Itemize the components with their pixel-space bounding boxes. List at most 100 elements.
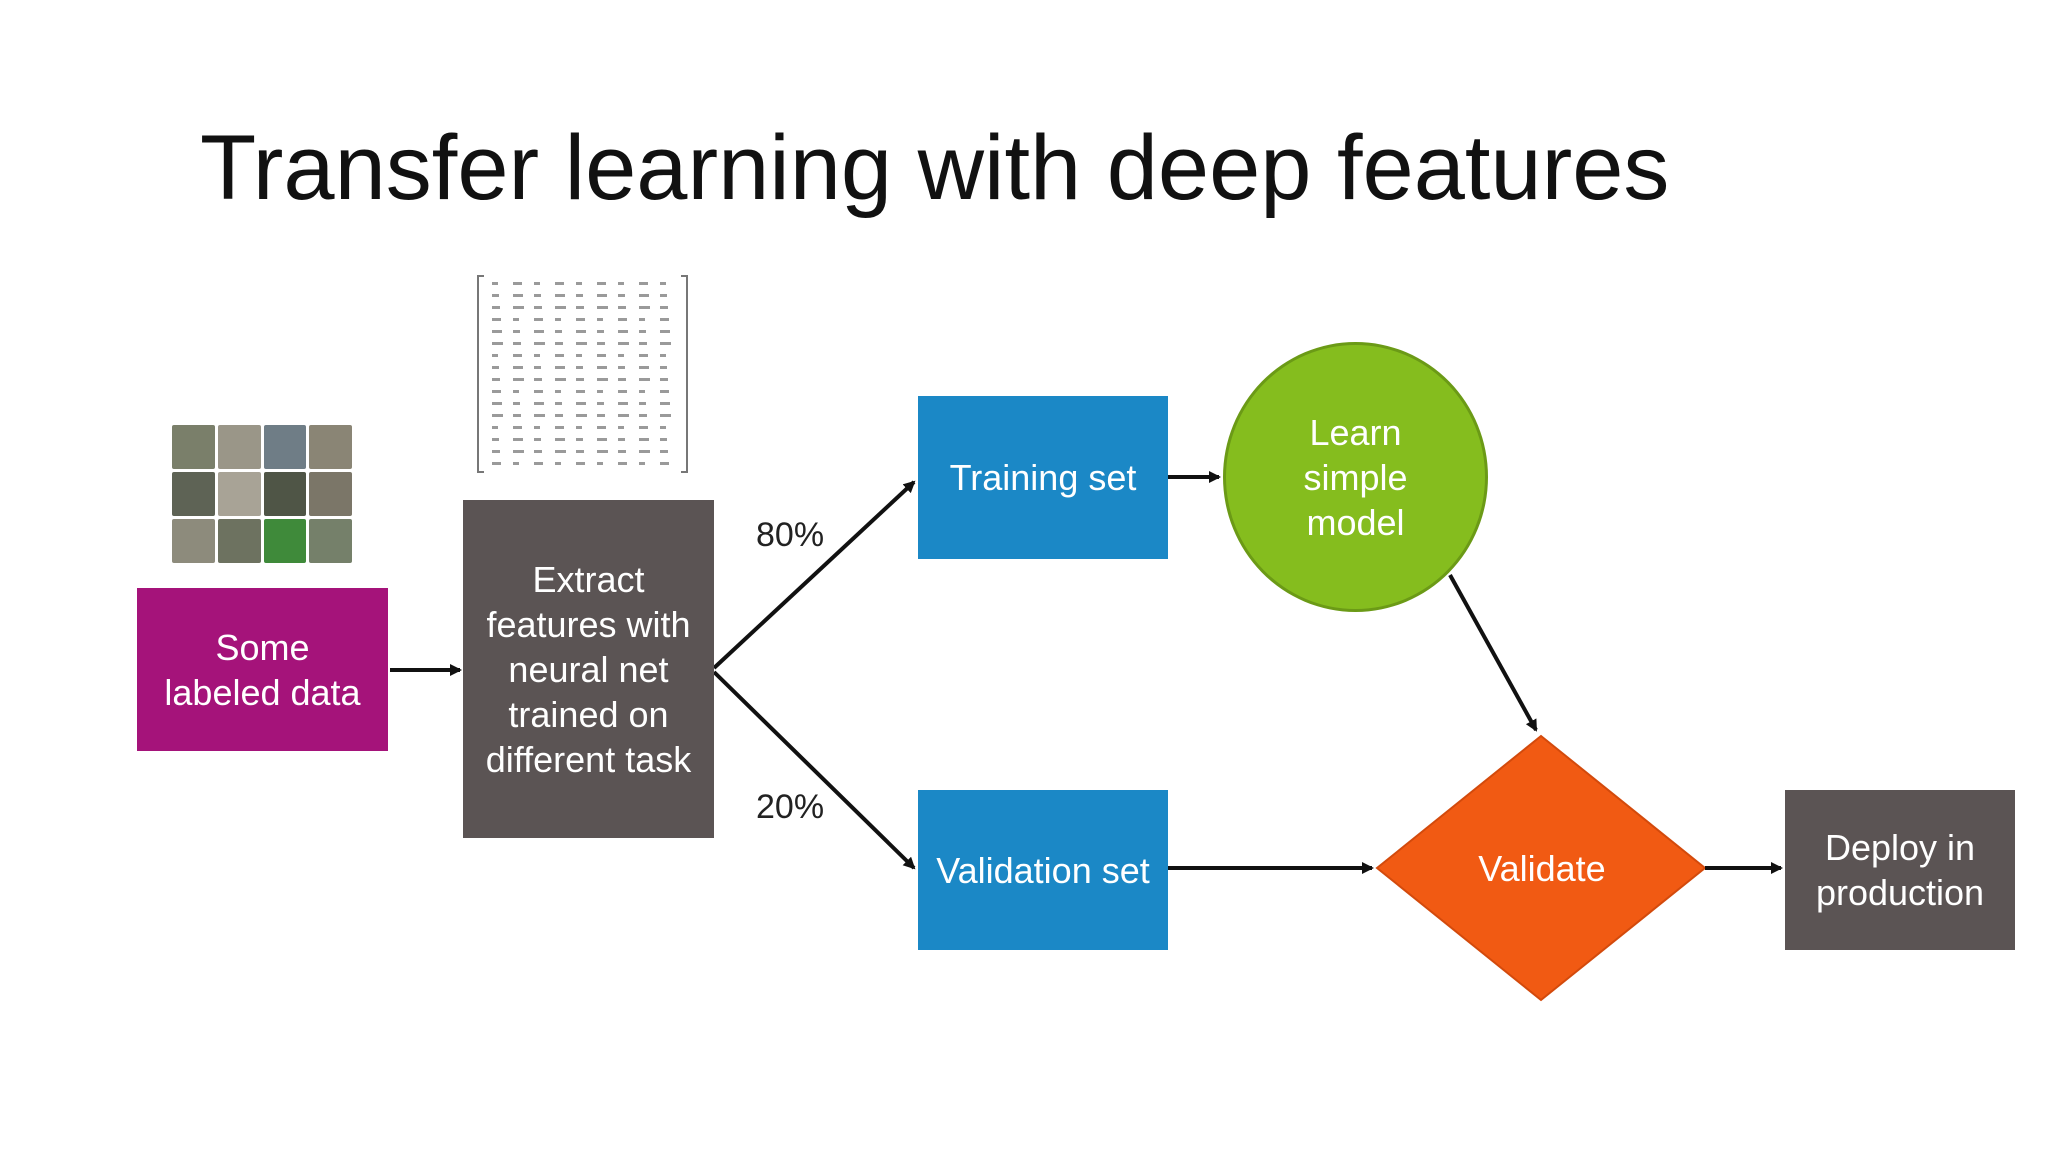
thumb-tile — [309, 519, 352, 563]
matrix-cell-mark — [492, 306, 500, 309]
matrix-cell-mark — [555, 342, 563, 345]
matrix-cell-mark — [639, 378, 650, 381]
matrix-cell-mark — [534, 438, 541, 441]
validate-diamond — [1375, 734, 1707, 1002]
matrix-cell-mark — [597, 438, 607, 441]
thumb-tile — [172, 472, 215, 516]
thumb-tile — [172, 425, 215, 469]
matrix-cell-mark — [555, 282, 564, 285]
matrix-cell-mark — [555, 318, 561, 321]
matrix-cells — [492, 282, 671, 465]
arrow-learn-to-validate — [1448, 574, 1538, 732]
matrix-cell-mark — [513, 294, 523, 297]
matrix-cell-mark — [660, 354, 666, 357]
matrix-cell-mark — [660, 318, 669, 321]
matrix-cell-mark — [618, 354, 624, 357]
matrix-cell-mark — [492, 450, 500, 453]
matrix-cell-mark — [618, 450, 626, 453]
matrix-cell-mark — [555, 390, 561, 393]
matrix-cell-mark — [576, 294, 583, 297]
matrix-cell-mark — [639, 402, 646, 405]
training-set-box: Training set — [918, 396, 1168, 559]
matrix-cell-mark — [576, 402, 586, 405]
matrix-cell-mark — [660, 438, 667, 441]
matrix-cell-mark — [660, 450, 668, 453]
matrix-cell-mark — [492, 402, 502, 405]
matrix-cell-mark — [597, 390, 603, 393]
matrix-cell-mark — [576, 282, 582, 285]
matrix-cell-mark — [618, 378, 626, 381]
matrix-cell-mark — [576, 330, 586, 333]
matrix-cell-mark — [597, 294, 607, 297]
thumb-tile — [172, 519, 215, 563]
validation-split-label: 20% — [756, 788, 825, 826]
matrix-cell-mark — [639, 462, 645, 465]
matrix-cell-mark — [513, 390, 519, 393]
matrix-cell-mark — [660, 294, 667, 297]
matrix-cell-mark — [597, 462, 603, 465]
matrix-cell-mark — [513, 306, 524, 309]
deploy-box: Deploy in production — [1785, 790, 2015, 950]
matrix-cell-mark — [555, 450, 566, 453]
extract-features-box: Extract features with neural net trained… — [463, 500, 714, 838]
matrix-cell-mark — [534, 354, 540, 357]
matrix-cell-mark — [660, 282, 666, 285]
arrow-extract-to-training — [712, 480, 916, 670]
matrix-cell-mark — [618, 294, 625, 297]
matrix-cell-mark — [492, 414, 503, 417]
matrix-cell-mark — [576, 414, 587, 417]
matrix-cell-mark — [492, 426, 498, 429]
matrix-cell-mark — [639, 294, 649, 297]
matrix-cell-mark — [513, 450, 524, 453]
matrix-cell-mark — [513, 342, 521, 345]
matrix-cell-mark — [639, 354, 648, 357]
matrix-cell-mark — [618, 414, 629, 417]
matrix-cell-mark — [492, 462, 501, 465]
matrix-cell-mark — [597, 426, 606, 429]
matrix-cell-mark — [492, 342, 503, 345]
sample-images-thumbnail — [172, 425, 352, 563]
matrix-cell-mark — [492, 330, 502, 333]
matrix-cell-mark — [576, 426, 582, 429]
slide-title: Transfer learning with deep features — [200, 117, 1670, 219]
matrix-cell-mark — [618, 402, 628, 405]
matrix-cell-mark — [618, 330, 628, 333]
matrix-cell-mark — [555, 366, 565, 369]
matrix-cell-mark — [618, 306, 626, 309]
matrix-cell-mark — [555, 294, 565, 297]
matrix-cell-mark — [513, 282, 522, 285]
validation-set-box: Validation set — [918, 790, 1168, 950]
matrix-cell-mark — [555, 330, 562, 333]
matrix-cell-mark — [660, 390, 669, 393]
matrix-cell-mark — [639, 438, 649, 441]
matrix-cell-mark — [513, 354, 522, 357]
matrix-right-bracket — [681, 275, 688, 473]
matrix-cell-mark — [618, 342, 629, 345]
feature-matrix-illustration — [477, 275, 688, 473]
matrix-cell-mark — [534, 318, 543, 321]
matrix-cell-mark — [492, 294, 499, 297]
matrix-cell-mark — [576, 450, 584, 453]
matrix-cell-mark — [639, 342, 647, 345]
matrix-cell-mark — [618, 438, 625, 441]
matrix-cell-mark — [597, 366, 607, 369]
matrix-cell-mark — [597, 378, 608, 381]
matrix-cell-mark — [660, 426, 666, 429]
matrix-cell-mark — [576, 306, 584, 309]
matrix-cell-mark — [597, 342, 605, 345]
matrix-cell-mark — [597, 354, 606, 357]
matrix-cell-mark — [492, 282, 498, 285]
matrix-cell-mark — [492, 354, 498, 357]
matrix-cell-mark — [576, 318, 585, 321]
thumb-tile — [217, 519, 261, 563]
matrix-cell-mark — [555, 378, 566, 381]
matrix-cell-mark — [576, 378, 584, 381]
validate-label: Validate — [1478, 848, 1606, 889]
matrix-cell-mark — [639, 306, 650, 309]
matrix-cell-mark — [534, 426, 540, 429]
matrix-cell-mark — [576, 438, 583, 441]
matrix-cell-mark — [618, 462, 627, 465]
matrix-cell-mark — [534, 330, 544, 333]
matrix-cell-mark — [660, 330, 670, 333]
